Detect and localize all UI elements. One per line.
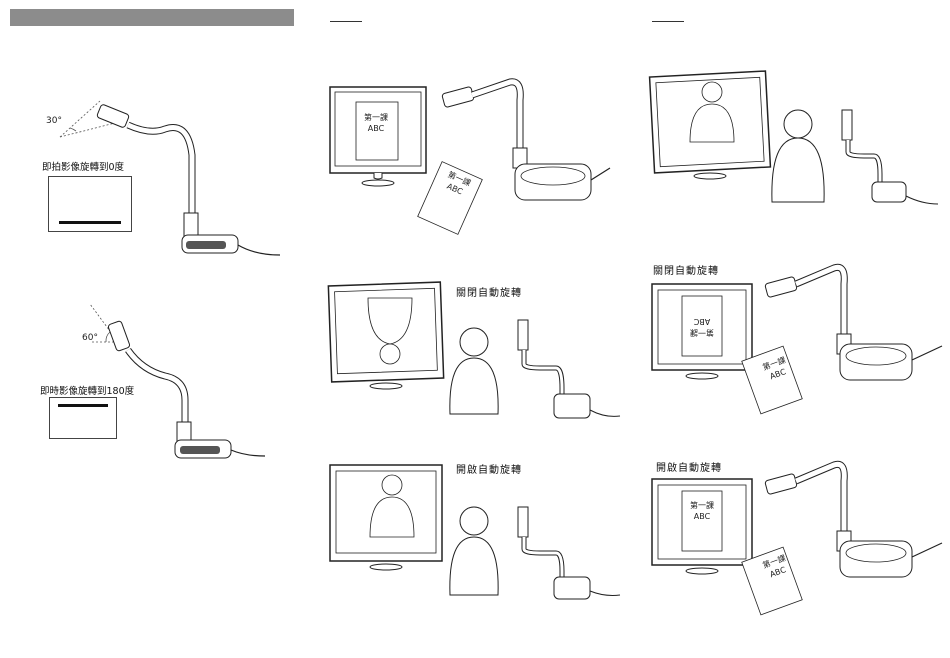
caption-rotate-180: 即時影像旋轉到180度 — [40, 383, 134, 397]
right-scene-3-illustration — [650, 455, 945, 605]
preview-bar-top — [58, 404, 108, 407]
right-short-rule — [652, 21, 684, 22]
preview-box-0deg — [48, 176, 132, 232]
angle-60-label: 60° — [82, 333, 98, 343]
section-header-bar — [10, 9, 294, 26]
middle-scene-3-illustration — [330, 455, 630, 605]
right-scene-1-illustration — [650, 64, 940, 214]
right-monitor-doc-line2: ABC — [682, 316, 722, 327]
preview-box-180deg — [49, 397, 117, 439]
right-monitor-doc-text-inverted: 第一課 ABC — [682, 316, 722, 338]
right-monitor-doc-text-upright: 第一課 ABC — [682, 500, 722, 522]
monitor-doc-line1: 第一課 — [356, 112, 396, 123]
middle-scene-1-illustration — [330, 80, 620, 220]
angle-30-label: 30° — [46, 116, 62, 126]
caption-rotate-0: 即拍影像旋轉到0度 — [42, 159, 124, 173]
right-monitor-doc-line1: 第一課 — [682, 327, 722, 338]
middle-short-rule — [330, 21, 362, 22]
preview-bar-bottom — [59, 221, 121, 224]
right-monitor2-line1: 第一課 — [682, 500, 722, 511]
monitor-doc-text: 第一課 ABC — [356, 112, 396, 134]
middle-scene-2-illustration — [330, 278, 630, 428]
monitor-doc-line2: ABC — [356, 123, 396, 134]
right-monitor2-line2: ABC — [682, 511, 722, 522]
